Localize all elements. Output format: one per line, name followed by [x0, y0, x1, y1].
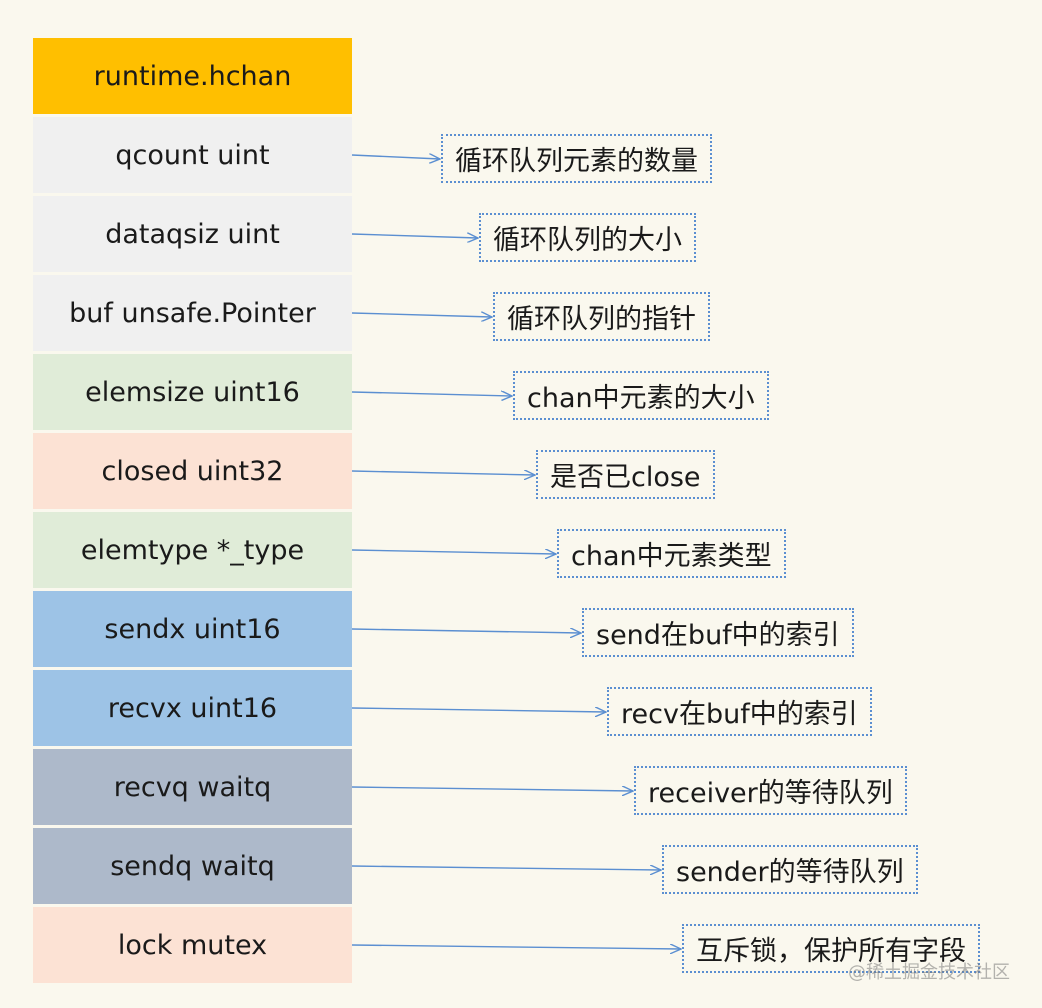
field-description-text: recv在buf中的索引: [621, 699, 858, 730]
field-label: sendx uint16: [104, 613, 281, 645]
field-description: sender的等待队列: [662, 845, 918, 894]
struct-title-cell: runtime.hchan: [33, 38, 352, 114]
connector-arrow: [351, 471, 535, 475]
field-cell: sendq waitq: [33, 828, 352, 904]
connector-arrow: [351, 945, 681, 949]
connector-arrow: [351, 787, 633, 791]
field-cell: closed uint32: [33, 433, 352, 509]
field-description: 循环队列的大小: [479, 213, 696, 262]
field-description: 是否已close: [536, 450, 715, 499]
connector-arrow: [351, 629, 581, 633]
field-description: 循环队列元素的数量: [441, 134, 712, 183]
field-label: closed uint32: [101, 455, 284, 487]
field-label: qcount uint: [115, 139, 270, 171]
field-label: recvq waitq: [113, 771, 272, 803]
struct-title: runtime.hchan: [93, 60, 292, 92]
field-label: elemsize uint16: [85, 376, 300, 408]
field-label: recvx uint16: [107, 692, 278, 724]
field-description-text: 循环队列元素的数量: [455, 146, 698, 177]
field-cell: lock mutex: [33, 907, 352, 983]
field-label: sendq waitq: [110, 850, 275, 882]
connector-arrow: [351, 234, 478, 238]
connector-arrow: [351, 313, 492, 317]
watermark: @稀土掘金技术社区: [848, 962, 1010, 983]
field-cell: qcount uint: [33, 117, 352, 193]
connector-arrow: [351, 550, 556, 554]
field-cell: elemtype *_type: [33, 512, 352, 588]
connector-arrow: [351, 866, 661, 870]
field-description-text: receiver的等待队列: [648, 778, 893, 809]
field-label: dataqsiz uint: [105, 218, 280, 250]
field-description-text: 是否已close: [550, 462, 701, 493]
field-cell: elemsize uint16: [33, 354, 352, 430]
connector-arrow: [351, 708, 606, 712]
field-description-text: 循环队列的指针: [507, 304, 696, 335]
field-description-text: send在buf中的索引: [596, 620, 840, 651]
field-description: 互斥锁，保护所有字段: [682, 924, 980, 973]
field-description: 循环队列的指针: [493, 292, 710, 341]
field-description-text: sender的等待队列: [676, 857, 904, 888]
field-cell: dataqsiz uint: [33, 196, 352, 272]
field-cell: recvq waitq: [33, 749, 352, 825]
field-description-text: chan中元素的大小: [527, 383, 755, 414]
connector-arrow: [351, 155, 440, 159]
field-cell: sendx uint16: [33, 591, 352, 667]
connector-arrow: [351, 392, 512, 396]
field-description: chan中元素的大小: [513, 371, 769, 420]
field-description-text: 循环队列的大小: [493, 225, 682, 256]
field-description: chan中元素类型: [557, 529, 786, 578]
field-description: send在buf中的索引: [582, 608, 854, 657]
field-label: buf unsafe.Pointer: [69, 297, 316, 329]
field-cell: recvx uint16: [33, 670, 352, 746]
field-cell: buf unsafe.Pointer: [33, 275, 352, 351]
field-label: elemtype *_type: [80, 534, 305, 566]
field-description: recv在buf中的索引: [607, 687, 872, 736]
field-label: lock mutex: [117, 929, 268, 961]
field-description-text: chan中元素类型: [571, 541, 772, 572]
field-description: receiver的等待队列: [634, 766, 907, 815]
field-description-text: 互斥锁，保护所有字段: [696, 936, 966, 967]
